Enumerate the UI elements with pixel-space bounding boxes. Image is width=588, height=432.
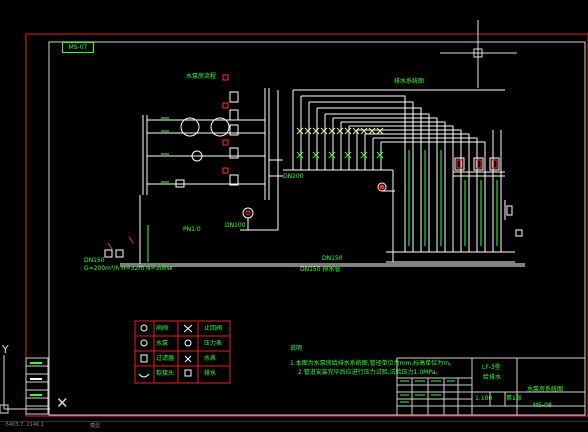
status-mode[interactable]: 模型 [90,423,101,429]
ucs-y-label: Y [2,343,9,356]
title-sheet: 第1张 [506,395,522,402]
legend-label: 软接头 [156,370,175,377]
title-subtitle: 给排水 [483,374,502,381]
title-block [396,357,586,416]
drawing-frame [48,41,586,416]
pump-group [104,88,525,267]
manifold-group [283,89,523,263]
left-note-2: G=200m³/h H=32m N=30kW [84,265,173,272]
legend-label: 水表 [204,355,217,362]
layer-palette [25,357,49,415]
ucs-icon [0,355,50,414]
valve-row [296,127,384,159]
red-markers [107,74,498,250]
mid-label-2: DN200 [283,173,304,180]
status-coords: -5403.7, 2146.1 [4,422,44,428]
mid-label-3: DN150 排水管 [300,266,341,273]
legend-label: 水泵 [156,340,169,347]
legend-label: 止回阀 [204,325,223,332]
title-number: MS-08 [533,402,552,409]
note-line-2: 2.管道安装完毕后应进行压力试验,试验压力1.0MPa。 [298,369,442,376]
green-details [147,117,498,262]
mid-label-1: DN100 [225,222,246,229]
legend-label: 排水 [204,370,217,377]
ucs-x-label: ✕ [56,394,69,412]
label-top-left: 水泵房流程 [186,73,217,80]
legend-label: 压力表 [204,340,223,347]
note-title: 说明 [290,345,303,352]
pipe-label: DN150 [322,255,343,262]
sheet-border [25,33,588,417]
center-label: PN1.0 [183,226,201,233]
note-line-1: 1.本图为水泵房给排水系统图,管径单位为mm,标高单位为m。 [290,360,456,367]
legend-grid [134,320,231,384]
legend-label: 闸阀 [156,325,169,332]
title-scale: 1:100 [475,395,493,402]
crosshair-cursor [440,20,517,88]
legend-symbols [138,324,193,378]
legend-label: 过滤器 [156,355,175,362]
title-project: LF-3型 [482,364,501,371]
title-drawing-name: 水泵房系统图 [527,386,564,393]
left-note-1: DN150 [84,257,105,264]
drawing-tag: MS-07 [62,42,94,53]
title-block-marks [400,380,455,403]
status-bar: -5403.7, 2146.1 模型 [0,421,588,429]
label-top-right: 排水系统图 [394,78,425,85]
